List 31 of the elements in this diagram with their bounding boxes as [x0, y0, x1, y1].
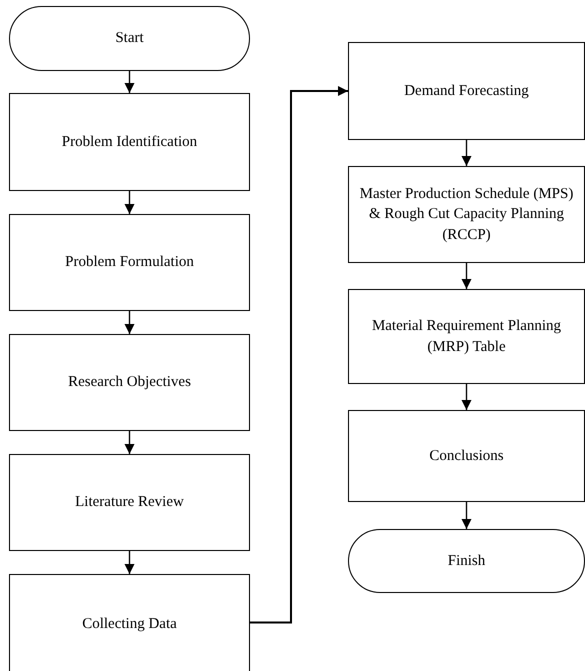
node-label: Problem Formulation: [65, 253, 194, 272]
node-label: Demand Forecasting: [404, 82, 529, 101]
process-box: [9, 454, 250, 551]
node-label: Start: [115, 29, 144, 48]
arrow: [462, 502, 472, 529]
node-label: Literature Review: [75, 493, 184, 512]
arrow: [124, 431, 134, 454]
node-label: Master Production Schedule (MPS) & Rough Cut Capacity Planning (RCCP): [359, 185, 574, 245]
arrow: [462, 263, 472, 289]
node-label: Research Objectives: [68, 373, 191, 392]
arrow: [250, 86, 348, 624]
node-label: Finish: [448, 552, 486, 571]
node-label: Conclusions: [429, 446, 504, 466]
node-label: Problem Identification: [62, 132, 198, 152]
process-box: [9, 93, 250, 191]
arrow: [124, 191, 134, 214]
process-box: [9, 574, 250, 671]
process-box: [348, 410, 585, 502]
process-box: [348, 42, 585, 140]
arrow: [124, 311, 134, 334]
node-label: Material Requirement Planning (MRP) Table: [370, 317, 562, 356]
arrow: [462, 140, 472, 166]
process-box: [348, 166, 585, 263]
process-box: [9, 214, 250, 311]
process-box: [348, 289, 585, 384]
node-label: Collecting Data: [82, 614, 177, 634]
arrow: [124, 551, 134, 574]
arrow: [124, 71, 134, 93]
terminal-box: [348, 529, 585, 593]
process-box: [9, 334, 250, 431]
arrow: [462, 384, 472, 410]
